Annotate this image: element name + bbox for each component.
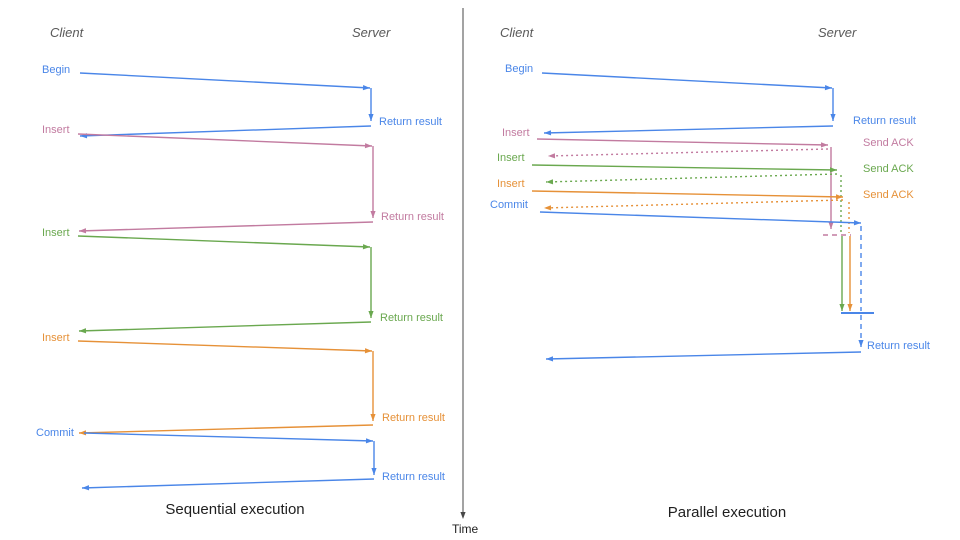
left-request-arrow-arrowhead [365, 438, 373, 444]
right-ack-arrow-arrowhead [548, 153, 556, 159]
left-execute-arrow-arrowhead [368, 311, 374, 318]
right-request-arrow [531, 164, 838, 171]
right-execute-arrow-arrowhead [839, 304, 845, 311]
send-ack-label: Send ACK [863, 189, 914, 201]
right-execute-arrow-arrowhead [847, 304, 853, 311]
return-result-label: Return result [382, 412, 445, 424]
left-response-arrow-arrowhead [79, 328, 87, 334]
left-response-arrow [78, 321, 372, 332]
right-response-arrow [545, 351, 862, 360]
insert-label: Insert [42, 124, 70, 136]
return-result-label: Return result [380, 312, 443, 324]
right-execute-arrow-arrowhead [858, 340, 864, 347]
left-request-arrow-arrowhead [362, 244, 370, 250]
right-request-arrow-arrowhead [835, 194, 843, 200]
right-request-arrow [531, 190, 844, 198]
left-response-arrow-arrowhead [79, 228, 87, 234]
right-request-arrow-arrowhead [829, 167, 837, 173]
left-response-arrow [78, 221, 374, 232]
right-request-arrow-arrowhead [824, 85, 832, 91]
right-response-arrow-arrowhead [546, 356, 554, 362]
left-request-arrow [77, 133, 373, 147]
left-request-arrow [79, 72, 371, 89]
left-request-arrow [77, 340, 373, 352]
left-response-arrow-arrowhead [79, 430, 87, 436]
left-execute-arrow-arrowhead [368, 114, 374, 121]
right-request-arrow [536, 138, 829, 146]
left-execute-arrow-arrowhead [371, 468, 377, 475]
begin-label: Begin [42, 64, 71, 76]
left-panel-title: Sequential execution [165, 501, 305, 518]
left-request-arrow-arrowhead [364, 348, 372, 354]
right-server-header: Server [818, 25, 857, 40]
insert-label: Insert [42, 227, 70, 239]
left-response-arrow [79, 125, 372, 137]
right-ack-arrow [543, 199, 844, 209]
left-response-arrow-arrowhead [82, 485, 90, 491]
return-result-label: Return result [379, 116, 442, 128]
return-result-label: Return result [382, 471, 445, 483]
begin-label: Begin [505, 63, 534, 75]
left-response-arrow [78, 424, 374, 434]
right-client-header: Client [500, 25, 534, 40]
return-result-label: Return result [867, 340, 930, 352]
right-ack-arrow [545, 173, 838, 183]
left-client-header: Client [50, 25, 84, 40]
left-execute-arrow-arrowhead [370, 211, 376, 218]
left-request-arrow-arrowhead [364, 143, 372, 149]
right-ack-arrow-arrowhead [544, 205, 552, 211]
left-request-arrow-arrowhead [362, 85, 370, 91]
left-request-arrow [77, 235, 371, 248]
right-ack-arrow [547, 148, 829, 157]
send-ack-label: Send ACK [863, 163, 914, 175]
insert-label: Insert [497, 178, 525, 190]
right-request-arrow-arrowhead [853, 220, 861, 226]
time-axis-arrowhead [460, 512, 466, 519]
return-result-label: Return result [853, 115, 916, 127]
right-panel-title: Parallel execution [667, 504, 787, 521]
left-response-arrow [81, 478, 375, 489]
insert-label: Insert [497, 152, 525, 164]
insert-label: Insert [42, 332, 70, 344]
right-response-arrow-arrowhead [544, 130, 552, 136]
right-request-arrow [539, 211, 862, 224]
right-request-arrow [541, 72, 833, 89]
time-axis-label: Time [452, 522, 479, 536]
commit-label: Commit [36, 427, 74, 439]
right-execute-arrow-arrowhead [828, 222, 834, 229]
send-ack-label: Send ACK [863, 137, 914, 149]
right-response-arrow [543, 125, 834, 134]
commit-label: Commit [490, 199, 528, 211]
left-request-arrow [83, 432, 374, 442]
right-ack-arrow-arrowhead [546, 179, 554, 185]
return-result-label: Return result [381, 211, 444, 223]
left-execute-arrow-arrowhead [370, 414, 376, 421]
left-server-header: Server [352, 25, 391, 40]
insert-label: Insert [502, 127, 530, 139]
right-execute-arrow-arrowhead [830, 114, 836, 121]
right-request-arrow-arrowhead [820, 142, 828, 148]
